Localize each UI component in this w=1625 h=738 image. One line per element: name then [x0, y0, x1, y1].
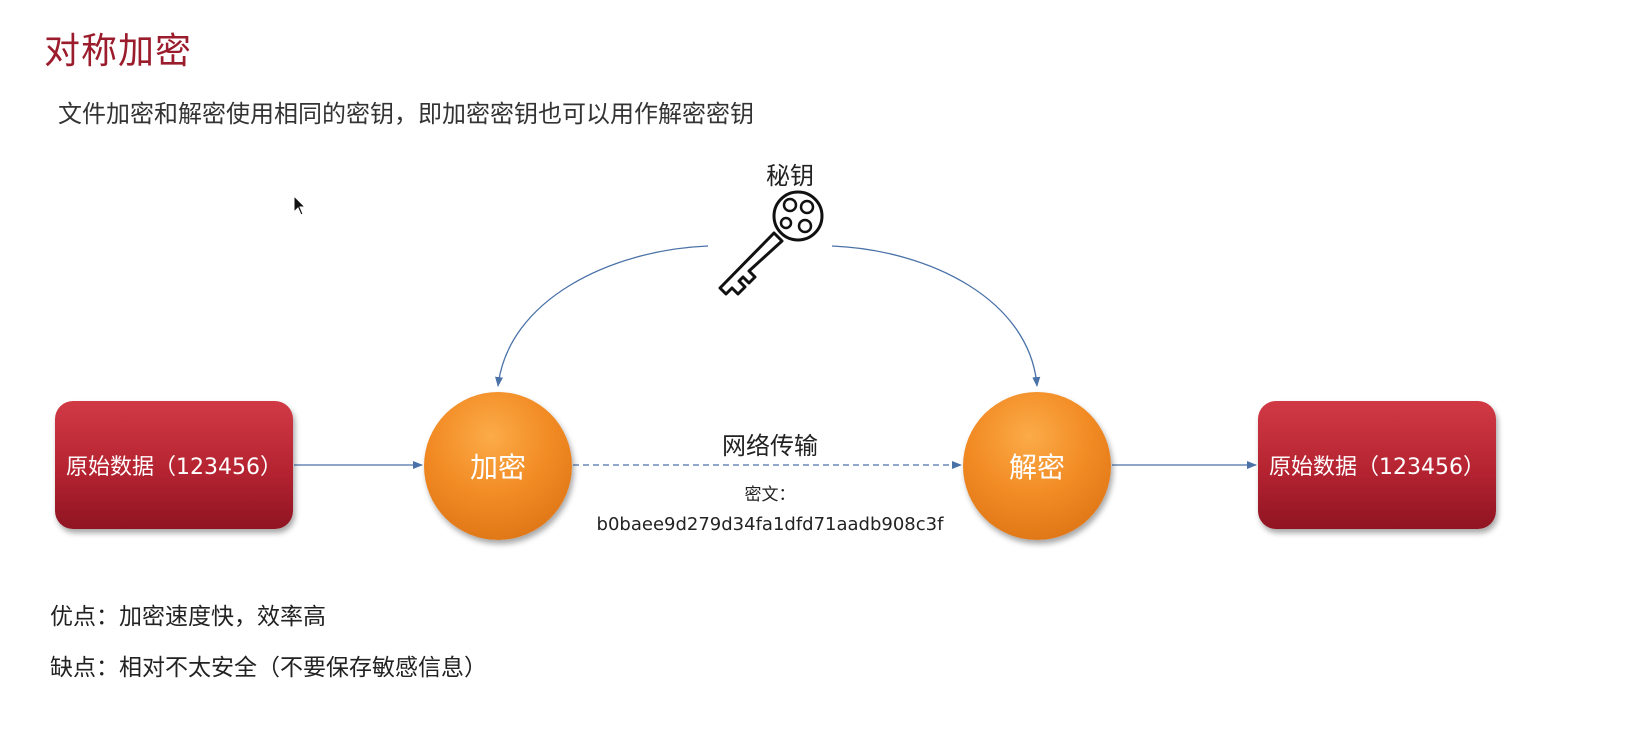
cons-note: 缺点：相对不太安全（不要保存敏感信息） [50, 655, 487, 681]
ciphertext-label: 密文： [744, 485, 796, 505]
pros-note: 优点：加密速度快，效率高 [50, 604, 326, 630]
source-data-box: 原始数据（123456） [55, 401, 293, 529]
key-icon [718, 190, 824, 296]
network-transmission-label: 网络传输 [722, 432, 818, 460]
page-subtitle: 文件加密和解密使用相同的密钥，即加密密钥也可以用作解密密钥 [58, 100, 754, 128]
key-to-encrypt-arrow [495, 245, 709, 387]
encrypt-node: 加密 [424, 392, 572, 540]
page-title: 对称加密 [44, 31, 193, 72]
key-to-decrypt-arrow [831, 245, 1041, 387]
ciphertext-value: b0baee9d279d34fa1dfd71aadb908c3f [596, 514, 944, 535]
target-data-box: 原始数据（123456） [1258, 401, 1496, 529]
mouse-cursor-icon [293, 195, 307, 216]
decrypt-node: 解密 [963, 392, 1111, 540]
key-label: 秘钥 [766, 162, 814, 190]
